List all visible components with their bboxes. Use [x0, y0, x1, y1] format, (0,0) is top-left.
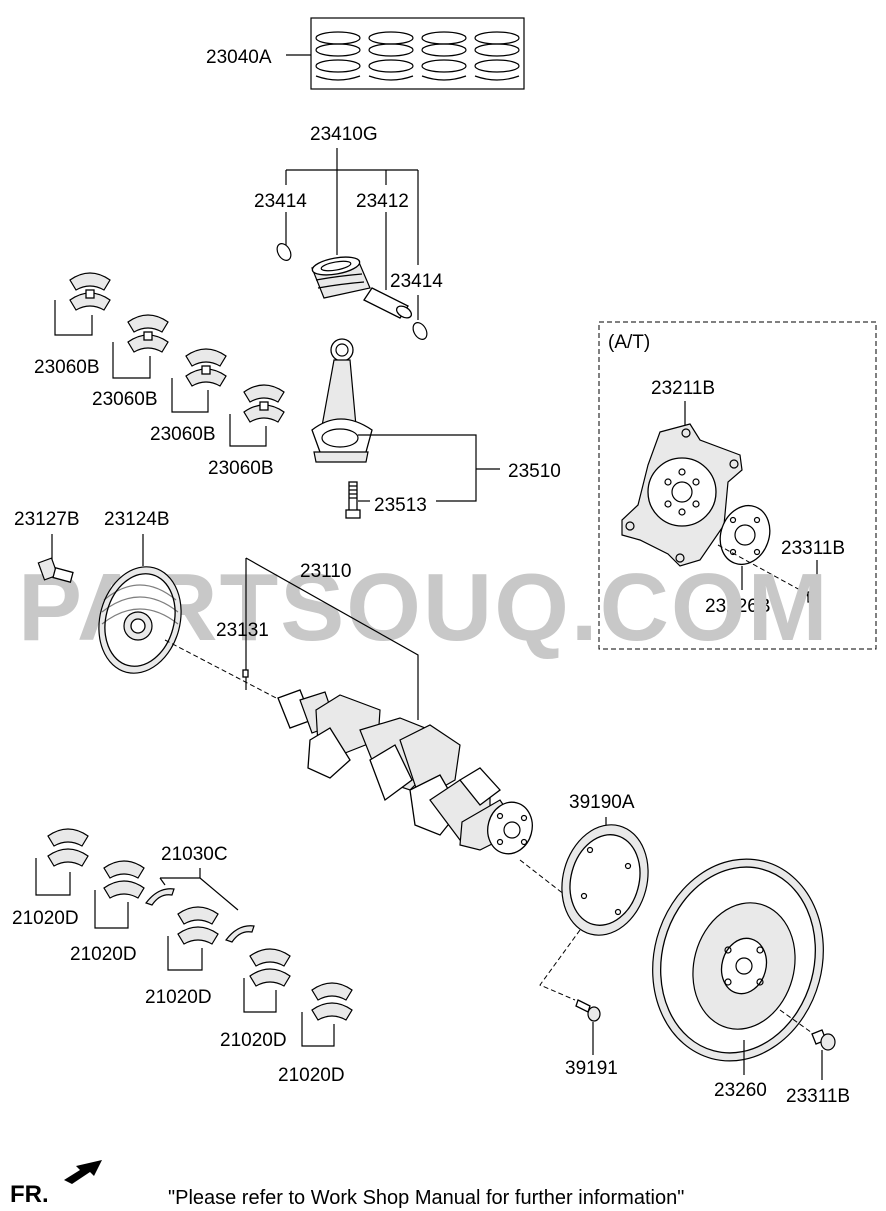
conrod-bearing-2[interactable]: [127, 314, 169, 353]
label-23060b-2[interactable]: 23060B: [92, 389, 158, 410]
sensor-wheel-bolt[interactable]: [575, 999, 601, 1022]
label-39190a[interactable]: 39190A: [569, 792, 635, 813]
key[interactable]: [242, 669, 249, 678]
conrod-bolt[interactable]: [345, 481, 361, 519]
piston-pin[interactable]: [363, 287, 413, 320]
label-23412[interactable]: 23412: [356, 191, 409, 212]
label-23226b[interactable]: 23226B: [705, 596, 771, 617]
conrod-bearing-1[interactable]: [69, 272, 111, 311]
flywheel[interactable]: [630, 840, 845, 1081]
label-23513[interactable]: 23513: [374, 495, 427, 516]
main-bearing-3[interactable]: [177, 906, 219, 945]
thrust-washer-2[interactable]: [225, 925, 255, 943]
thrust-washer-1[interactable]: [145, 888, 175, 906]
conrod-bearing-4[interactable]: [243, 384, 285, 423]
label-21020d-3[interactable]: 21020D: [145, 987, 212, 1008]
label-23060b-3[interactable]: 23060B: [150, 424, 216, 445]
piston[interactable]: [311, 254, 371, 299]
label-23510[interactable]: 23510: [508, 461, 561, 482]
label-23410g[interactable]: 23410G: [310, 124, 378, 145]
main-bearing-1[interactable]: [47, 828, 89, 867]
piston-ring-set[interactable]: [310, 17, 525, 90]
pulley-bolt[interactable]: [37, 557, 74, 583]
label-23127b[interactable]: 23127B: [14, 509, 80, 530]
footer-note: "Please refer to Work Shop Manual for fu…: [168, 1187, 684, 1209]
adapter-plate[interactable]: [712, 499, 778, 572]
label-23311b-flywheel[interactable]: 23311B: [786, 1086, 850, 1107]
label-23060b-4[interactable]: 23060B: [208, 458, 274, 479]
connecting-rod[interactable]: [311, 338, 373, 463]
label-23211b[interactable]: 23211B: [651, 378, 715, 399]
main-bearing-5[interactable]: [311, 982, 353, 1021]
label-21020d-1[interactable]: 21020D: [12, 908, 79, 929]
label-21020d-2[interactable]: 21020D: [70, 944, 137, 965]
at-group-box: [598, 321, 877, 650]
main-bearing-2[interactable]: [103, 860, 145, 899]
conrod-bearing-3[interactable]: [185, 348, 227, 387]
flywheel-bolt[interactable]: [811, 1029, 836, 1051]
label-23040a[interactable]: 23040A: [206, 47, 272, 68]
main-bearing-4[interactable]: [249, 948, 291, 987]
drive-plate-bolt[interactable]: [802, 583, 821, 603]
crankshaft[interactable]: [277, 689, 538, 859]
damper-pulley[interactable]: [87, 557, 192, 682]
front-direction-label: FR.: [10, 1181, 49, 1208]
label-23110[interactable]: 23110: [300, 561, 351, 582]
label-21020d-5[interactable]: 21020D: [278, 1065, 345, 1086]
label-23260[interactable]: 23260: [714, 1080, 767, 1101]
sensor-wheel[interactable]: [550, 815, 660, 945]
label-21030c[interactable]: 21030C: [161, 844, 228, 865]
snap-ring-left[interactable]: [274, 241, 293, 263]
label-23414-left[interactable]: 23414: [254, 191, 307, 212]
label-23414-right[interactable]: 23414: [390, 271, 443, 292]
snap-ring-right[interactable]: [410, 320, 429, 342]
label-23131[interactable]: 23131: [216, 620, 269, 641]
label-23124b[interactable]: 23124B: [104, 509, 170, 530]
label-23060b-1[interactable]: 23060B: [34, 357, 100, 378]
at-group-label: (A/T): [608, 332, 650, 353]
drive-plate[interactable]: [621, 423, 743, 567]
label-23311b-at[interactable]: 23311B: [781, 538, 845, 559]
front-arrow-icon: [64, 1160, 102, 1184]
label-21020d-4[interactable]: 21020D: [220, 1030, 287, 1051]
label-39191[interactable]: 39191: [565, 1058, 618, 1079]
